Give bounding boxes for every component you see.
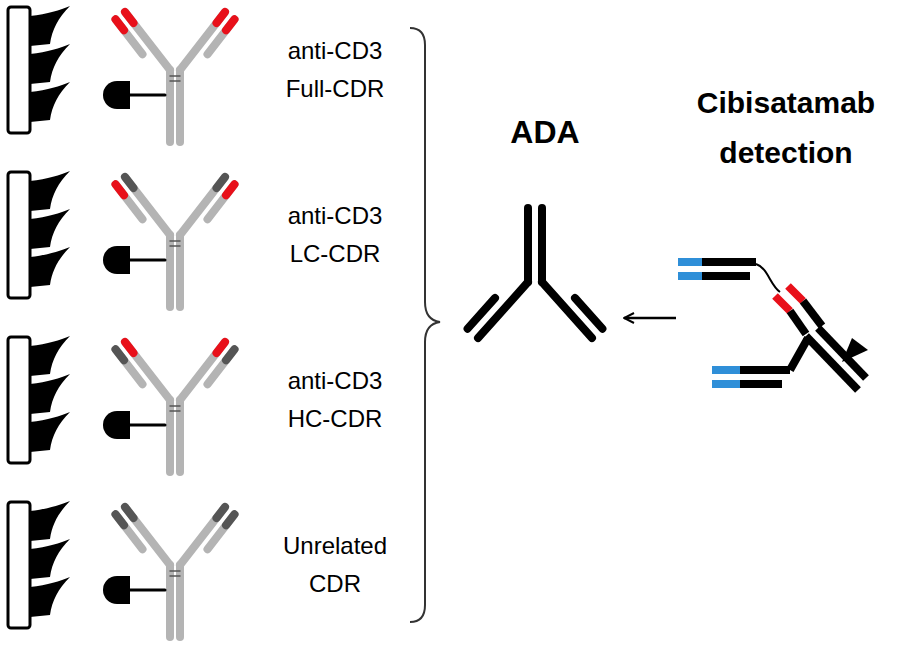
node-text: anti-CD3 Full-CDR xyxy=(265,32,405,108)
assay-label: anti-CD3 LC-CDR xyxy=(265,197,405,273)
cdr-tip xyxy=(116,514,125,525)
label-arrowhead xyxy=(842,338,868,362)
fab-chain xyxy=(790,311,806,334)
cdr-tip xyxy=(226,514,235,525)
cdr-tip xyxy=(116,184,125,195)
cdr-tip xyxy=(775,296,790,311)
antibody-symbol xyxy=(103,12,235,142)
antibody-symbol xyxy=(103,507,235,637)
fab-chain xyxy=(803,301,822,326)
cdr-tips-unrelated xyxy=(116,507,235,525)
bead-plate xyxy=(8,6,70,133)
cdr-tip xyxy=(678,272,702,280)
assay-label: anti-CD3 HC-CDR xyxy=(265,362,405,438)
node-text: Unrelated CDR xyxy=(265,527,405,603)
cdr-tip xyxy=(125,342,134,353)
ada-chain xyxy=(575,298,602,329)
cdr-tip xyxy=(712,366,740,374)
cdr-tip xyxy=(226,184,235,195)
bispecific-antibody xyxy=(678,262,868,390)
brace xyxy=(410,28,440,622)
assay-label: Unrelated CDR xyxy=(265,527,405,603)
capture-antibodies xyxy=(103,12,235,637)
ada-chain xyxy=(524,208,532,282)
ada-chain xyxy=(538,208,546,282)
detection-node: Cibisatamab detection xyxy=(676,78,896,408)
cdr-tips-full xyxy=(116,12,235,30)
cdr-tip xyxy=(125,507,134,518)
antibody-symbol xyxy=(103,177,235,307)
cdr-tip xyxy=(217,342,226,353)
fab-chain xyxy=(738,380,782,388)
node-text: anti-CD3 LC-CDR xyxy=(265,197,405,273)
node-text: ADA xyxy=(470,112,620,152)
cdr-tip xyxy=(712,380,740,388)
cdr-tip xyxy=(788,286,803,301)
cdr-tip xyxy=(116,19,125,30)
ada-node: ADA xyxy=(470,112,620,347)
cdr-tips-hc xyxy=(116,342,235,360)
cdr-tip xyxy=(116,349,125,360)
bead-plate xyxy=(8,171,70,298)
cdr-tip xyxy=(678,258,702,266)
ada-chain xyxy=(468,298,495,329)
fab-chain xyxy=(738,366,790,374)
node-text: anti-CD3 HC-CDR xyxy=(265,362,405,438)
cdr-tips-lc xyxy=(116,177,235,195)
cdr-tip xyxy=(217,12,226,23)
ada-antibody xyxy=(468,208,603,338)
bead-plate xyxy=(8,336,70,463)
assay-label: anti-CD3 Full-CDR xyxy=(265,32,405,108)
arrow-connector xyxy=(624,317,676,320)
cdr-tip xyxy=(125,177,134,188)
cdr-tip xyxy=(217,177,226,188)
bead-plate xyxy=(8,501,70,628)
cdr-tip xyxy=(226,19,235,30)
linker xyxy=(756,264,780,292)
cdr-tip xyxy=(217,507,226,518)
cdr-tips xyxy=(116,12,235,525)
antibody-symbol xyxy=(103,342,235,472)
cdr-tip xyxy=(125,12,134,23)
fab-chain xyxy=(700,272,750,280)
capture-beads xyxy=(8,6,70,628)
hinge-chain xyxy=(790,338,808,370)
node-text: Cibisatamab detection xyxy=(676,78,896,178)
cdr-tip xyxy=(226,349,235,360)
fab-chain xyxy=(700,258,756,266)
